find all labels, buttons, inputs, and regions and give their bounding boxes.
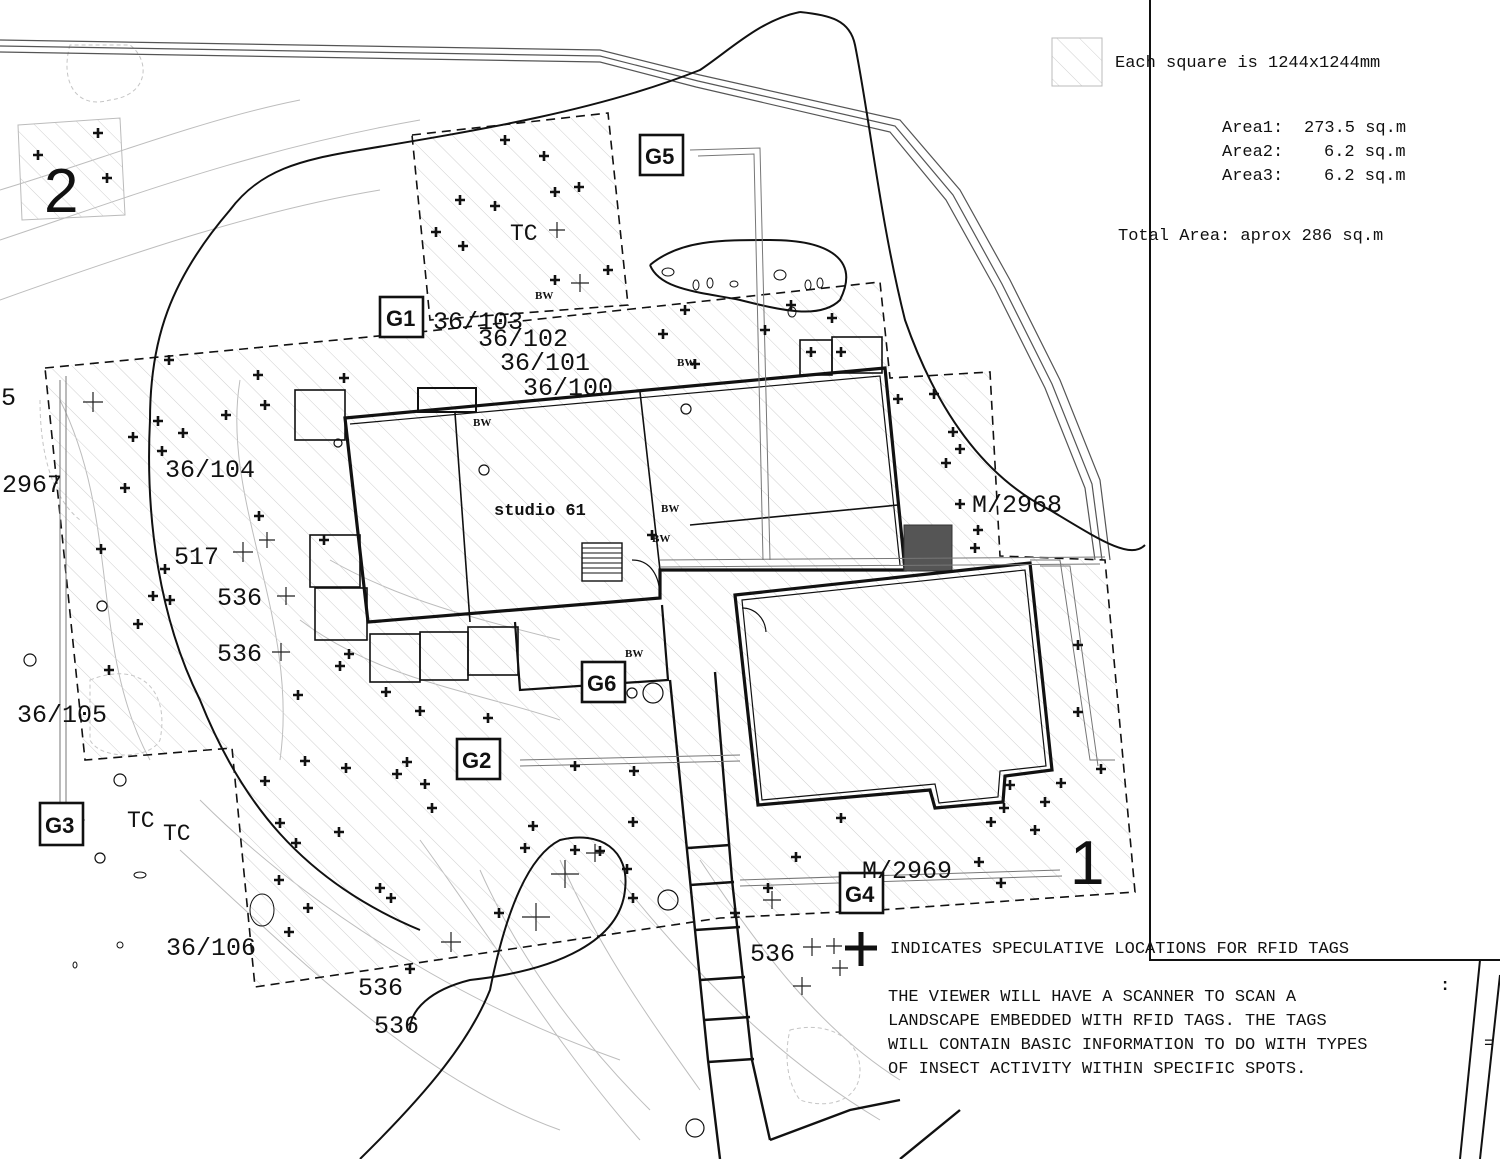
area-1-hatched [17,37,1136,988]
zone-number-2: 2 [44,157,78,226]
svg-text:G3: G3 [45,813,74,838]
total-area: Total Area: aprox 286 sq.m [1118,227,1383,246]
lot-label-517: 517 [174,543,219,572]
svg-text:G2: G2 [462,748,491,773]
bw-label: BW [625,648,643,660]
lot-label-536-c: 536 [358,974,403,1003]
lot-label-55: 55 [0,384,16,413]
second-building [733,561,1054,810]
gate-box-g3: G3 [38,801,85,847]
gate-box-g2: G2 [455,737,502,781]
svg-text:G5: G5 [645,144,674,169]
lot-label-2967: 2967 [2,471,62,500]
lot-label-36-106: 36/106 [166,934,256,963]
description-line-1: THE VIEWER WILL HAVE A SCANNER TO SCAN A [888,988,1297,1007]
lot-label-36-100: 36/100 [523,374,613,403]
area3-label: Area3: [1222,167,1283,186]
legend-square-note: Each square is 1244x1244mm [1115,54,1380,73]
legend-square-swatch [1051,37,1103,87]
stones [72,267,824,969]
colon-mark: : [1440,977,1450,996]
road-lines [0,39,1111,561]
area1-label: Area1: [1222,119,1283,138]
staircase [581,542,623,582]
thin-plus-markers [83,222,848,995]
lot-label-536-a: 536 [217,584,262,613]
bw-label: BW [661,503,679,515]
svg-text:G4: G4 [845,882,875,907]
svg-text:G6: G6 [587,671,616,696]
zone-number-1: 1 [1070,829,1104,898]
bw-label: BW [652,533,670,545]
gate-box-g1: G1 [378,295,425,339]
tc-label: TC [127,808,155,834]
description-line-3: WILL CONTAIN BASIC INFORMATION TO DO WIT… [888,1036,1367,1055]
boundary-curves [148,0,1500,1159]
lot-label-36-102: 36/102 [478,325,568,354]
gate-box-g6: G6 [580,660,627,704]
building-label: studio 61 [494,502,586,521]
area2-value: 6.2 sq.m [1324,143,1406,162]
gate-box-g5: G5 [638,133,685,177]
gate-box-g4: G4 [838,871,885,915]
area2-label: Area2: [1222,143,1283,162]
tc-label: TC [163,821,191,847]
area1-value: 273.5 sq.m [1304,119,1406,138]
description-line-4: OF INSECT ACTIVITY WITHIN SPECIFIC SPOTS… [888,1060,1306,1079]
service-lines [59,147,1115,887]
lot-label-36-104: 36/104 [165,456,255,485]
lot-label-36-105: 36/105 [17,701,107,730]
description-line-2: LANDSCAPE EMBEDDED WITH RFID TAGS. THE T… [888,1012,1327,1031]
rfid-markers [33,128,1106,974]
tc-label: TC [510,221,538,247]
legend-plus-icon [845,932,877,966]
legend-panel: Each square is 1244x1244mm Area1: 273.5 … [888,54,1494,1079]
bw-label: BW [473,417,491,429]
equals-mark: = [1484,1035,1494,1054]
rfid-marker-note: INDICATES SPECULATIVE LOCATIONS FOR RFID… [890,940,1349,959]
lot-label-536-b: 536 [217,640,262,669]
lot-label-m-2969: M/2969 [862,857,952,886]
lot-label-36-101: 36/101 [500,349,590,378]
lot-label-536-d: 536 [374,1012,419,1041]
svg-text:G1: G1 [386,306,415,331]
lot-label-536-e: 536 [750,940,795,969]
shaded-block [903,524,953,572]
lot-label-36-103: 36/103 [433,308,523,337]
tree-circles [23,403,705,1138]
bw-label: BW [535,290,553,302]
bw-label: BW [677,357,695,369]
lot-label-m-2968: M/2968 [972,491,1062,520]
area3-value: 6.2 sq.m [1324,167,1406,186]
walkway [668,671,961,1159]
